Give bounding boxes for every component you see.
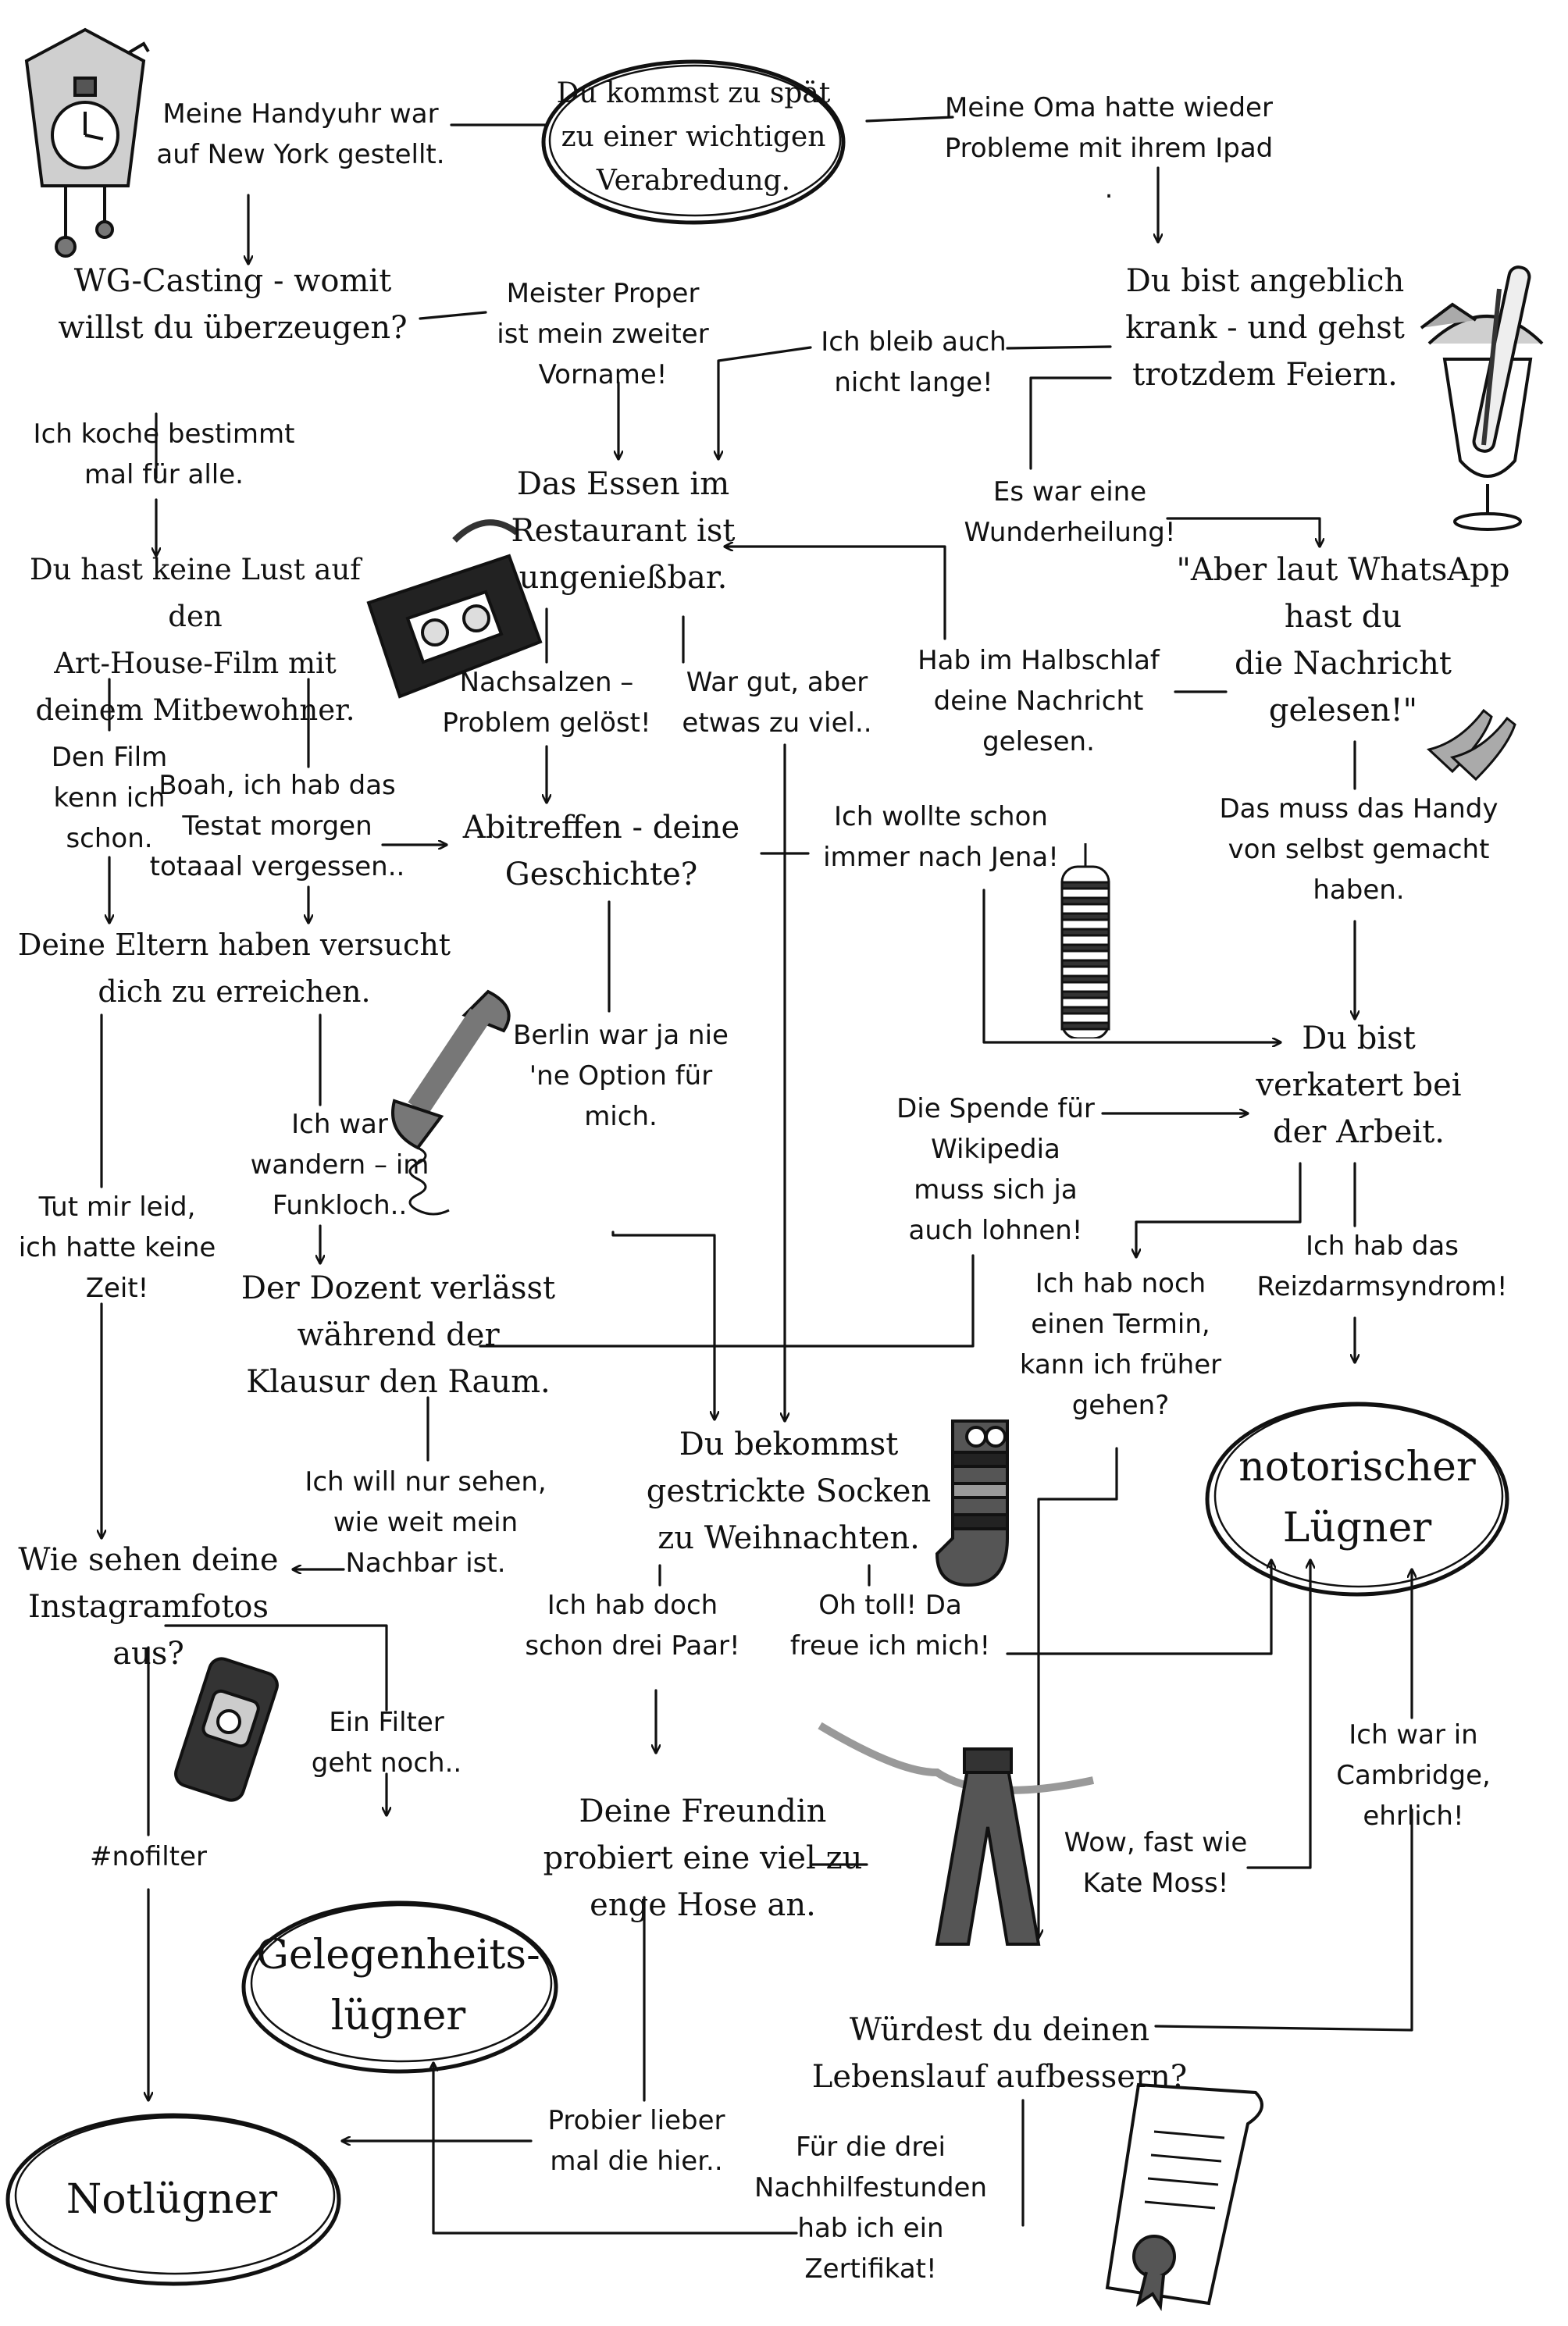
answer-nofilter: #nofilter	[90, 1841, 207, 1872]
result-notluegner: Notlügner	[66, 2176, 278, 2223]
connector	[1039, 1447, 1118, 1940]
connector	[1246, 1558, 1310, 1869]
result-oval-notorisch-2	[1213, 1404, 1504, 1588]
connector	[718, 346, 812, 461]
connector	[1029, 376, 1112, 470]
answer-jena: Ich wollte schon immer nach Jena!	[823, 801, 1059, 873]
connector	[164, 1624, 388, 1712]
question-abitreffen: Abitreffen - deine Geschichte?	[462, 810, 740, 892]
question-wg-casting: WG-Casting - womit willst du überzeugen?	[58, 263, 408, 346]
connector	[1166, 517, 1320, 548]
question-instagram: Wie sehen deine Instagramfotos aus?	[18, 1542, 279, 1672]
answer-testat: Boah, ich hab das Testat morgen totaaal …	[149, 770, 405, 882]
answer-keine-zeit: Tut mir leid, ich hatte keine Zeit!	[18, 1191, 216, 1304]
result-notorischer-luegner: notorischer Lügner	[1238, 1444, 1476, 1551]
question-arthouse: Du hast keine Lust auf den Art-House-Fil…	[29, 553, 361, 727]
connector	[865, 116, 954, 123]
question-socken: Du bekommst gestrickte Socken zu Weihnac…	[646, 1427, 932, 1556]
connector	[1006, 345, 1112, 350]
question-lebenslauf: Würdest du deinen Lebenslauf aufbessern?	[811, 2012, 1188, 2095]
answer-halbschlaf: Hab im Halbschlaf deine Nachricht gelese…	[918, 645, 1160, 757]
question-essen: Das Essen im Restaurant ist ungenießbar.	[511, 466, 736, 596]
question-krank-feiern: Du bist angeblich krank - und gehst trot…	[1125, 263, 1405, 393]
result-oval-gelegenheit	[241, 1900, 558, 2074]
answer-probier: Probier lieber mal die hier..	[547, 2105, 725, 2177]
answer-war-gut: War gut, aber etwas zu viel..	[682, 667, 872, 739]
answer-cambridge: Ich war in Cambridge, ehrlich!	[1336, 1719, 1491, 1832]
jentower-icon	[1060, 843, 1110, 1038]
question-dozent: Der Dozent verlässt während der Klausur …	[241, 1270, 556, 1400]
answer-termin: Ich hab noch einen Termin, kann ich früh…	[1019, 1268, 1222, 1421]
start-question: Du kommst zu spät zu einer wichtigen Ver…	[556, 77, 831, 197]
answer-oh-toll: Oh toll! Da freue ich mich!	[789, 1590, 991, 1662]
high-heels-icon	[1426, 708, 1516, 781]
cocktail-thermometer-icon	[1420, 265, 1544, 531]
answer-kate-moss: Wow, fast wie Kate Moss!	[1064, 1827, 1248, 1899]
connector	[419, 311, 487, 320]
answer-wandern: Ich war wandern – im Funkloch..	[250, 1109, 429, 1221]
connector	[982, 889, 1282, 1042]
answer-meister-proper: Meister Proper ist mein zweiter Vorname!	[497, 278, 709, 390]
result-oval-notorisch	[1205, 1402, 1509, 1597]
answer-berlin: Berlin war ja nie 'ne Option für mich.	[513, 1020, 729, 1132]
connector	[1136, 1162, 1302, 1259]
answer-bleib-nicht-lange: Ich bleib auch nicht lange!	[821, 326, 1007, 398]
start-oval	[541, 59, 846, 225]
connector	[723, 547, 946, 640]
connector	[611, 1231, 715, 1421]
connector	[479, 1254, 975, 1348]
cuckoo-clock-icon	[24, 27, 150, 258]
connector	[433, 2061, 798, 2235]
result-gelegenheitsluegner: Gelegenheits- lügner	[256, 1932, 540, 2039]
answer-handy-selbst: Das muss das Handy von selbst gemacht ha…	[1219, 793, 1499, 906]
result-oval-gelegenheit-2	[250, 1904, 553, 2063]
instagram-phone-icon	[174, 1657, 279, 1802]
result-oval-notluegner	[5, 2113, 341, 2286]
answer-koche: Ich koche bestimmt mal für alle.	[33, 419, 295, 490]
question-hose: Deine Freundin probiert eine viel zu eng…	[543, 1793, 863, 1923]
knitted-sock-icon	[935, 1419, 1009, 1587]
question-whatsapp: "Aber laut WhatsApp hast du die Nachrich…	[1176, 552, 1510, 728]
connector	[1154, 1808, 1413, 2032]
answer-zertifikat: Für die drei Nachhilfestunden hab ich ei…	[754, 2132, 988, 2285]
vhs-cassette-icon	[366, 519, 543, 699]
certificate-scroll-icon	[1105, 2082, 1263, 2312]
answer-reizdarm: Ich hab das Reizdarmsyndrom!	[1256, 1231, 1508, 1302]
connector	[1006, 1558, 1271, 1655]
question-verkatert: Du bist verkatert bei der Arbeit.	[1256, 1021, 1462, 1150]
telephone-receiver-icon	[391, 989, 511, 1216]
answer-film-kenn: Den Film kenn ich schon.	[51, 742, 168, 854]
result-oval-notluegner-2	[14, 2116, 336, 2275]
answer-drei-paar: Ich hab doch schon drei Paar!	[525, 1590, 740, 1662]
trousers-measuring-tape-icon	[818, 1722, 1095, 1946]
answer-wunderheilung: Es war eine Wunderheilung!	[964, 476, 1176, 548]
answer-filter: Ein Filter geht noch..	[311, 1707, 462, 1779]
start-oval-2	[548, 64, 842, 217]
answer-nachsalzen: Nachsalzen – Problem gelöst!	[442, 667, 651, 739]
answer-handyuhr: Meine Handyuhr war auf New York gestellt…	[156, 98, 445, 170]
question-eltern: Deine Eltern haben versucht dich zu erre…	[17, 928, 451, 1009]
answer-wikipedia: Die Spende für Wikipedia muss sich ja au…	[896, 1093, 1095, 1246]
answer-nachbar: Ich will nur sehen, wie weit mein Nachba…	[305, 1466, 547, 1579]
answer-oma: Meine Oma hatte wieder Probleme mit ihre…	[944, 92, 1274, 205]
